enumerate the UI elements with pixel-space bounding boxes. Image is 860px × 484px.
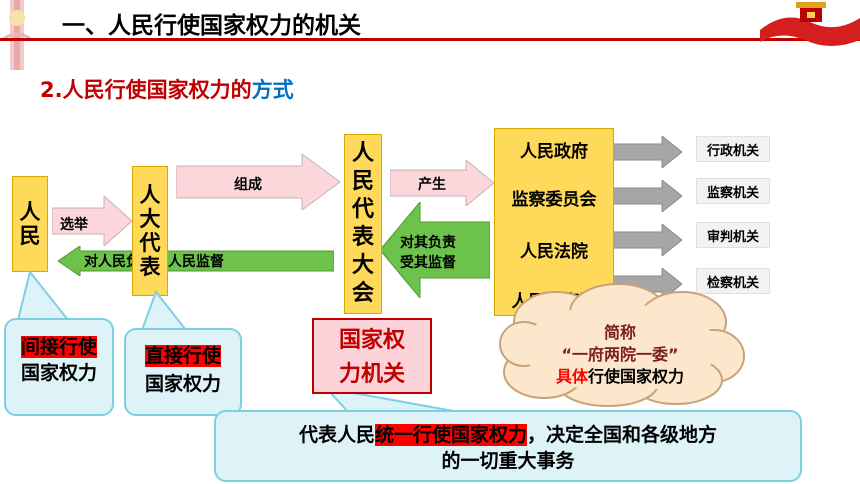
direct-exercise-callout: 直接行使 国家权力 — [124, 328, 242, 416]
cloud-text: 简称 “一府两院一委” 具体行使国家权力 — [520, 322, 720, 388]
agency-procuratorial: 检察机关 — [696, 268, 770, 294]
cloud-shape — [499, 283, 745, 407]
direct-callout-tail — [140, 290, 189, 331]
gov-body-court: 人民法院 — [520, 242, 588, 262]
produce-arrow — [390, 160, 494, 206]
responsible-label-2: 受其监督 — [400, 255, 456, 271]
cloud-line-2: “一府两院一委” — [561, 345, 679, 364]
congress-char: 人 — [351, 141, 374, 166]
people-box: 人 民 — [12, 176, 48, 272]
congress-char: 民 — [351, 169, 374, 194]
congress-char: 大 — [351, 253, 374, 278]
unified-line-1: 代表人民统一行使国家权力，决定全国和各级地方 — [216, 422, 800, 448]
unified-prefix: 代表人民 — [298, 424, 375, 446]
header-left-decoration — [0, 0, 40, 70]
npc-deputies-char: 人 — [139, 183, 161, 207]
responsible-label-1: 对其负责 — [400, 235, 456, 251]
npc-deputies-box: 人 大 代 表 — [132, 166, 168, 296]
direct-highlight: 直接行使 — [144, 345, 221, 367]
subtitle-highlight: 方式 — [251, 78, 294, 102]
indirect-rest: 国家权力 — [20, 362, 97, 384]
congress-char: 代 — [351, 197, 374, 222]
indirect-exercise-callout: 间接行使 国家权力 — [4, 318, 114, 416]
compose-label: 组成 — [234, 177, 262, 193]
people-char: 人 — [19, 200, 41, 224]
people-char: 民 — [19, 224, 41, 248]
header-divider — [0, 38, 860, 41]
responsible-arrow — [380, 202, 490, 298]
agency-supervisory: 监察机关 — [696, 178, 770, 204]
agency-executive: 行政机关 — [696, 136, 770, 162]
congress-char: 会 — [351, 281, 374, 306]
congress-box: 人 民 代 表 大 会 — [344, 134, 382, 314]
npc-deputies-char: 表 — [139, 255, 161, 279]
direct-rest: 国家权力 — [144, 373, 221, 395]
cloud-line-3: 具体行使国家权力 — [520, 366, 720, 388]
produce-label: 产生 — [418, 177, 446, 193]
cloud-rest: 行使国家权力 — [588, 367, 685, 386]
congress-char: 表 — [351, 225, 374, 250]
elect-arrow — [52, 196, 132, 246]
agency-judicial: 审判机关 — [696, 222, 770, 248]
gov-body-supervision: 监察委员会 — [511, 190, 597, 210]
indirect-highlight: 间接行使 — [20, 336, 97, 358]
cloud-line-1: 简称 — [603, 323, 636, 342]
npc-deputies-char: 代 — [139, 231, 161, 255]
gov-body-government: 人民政府 — [520, 142, 588, 162]
unified-line-2: 的一切重大事务 — [441, 450, 575, 472]
unified-exercise-callout: 代表人民统一行使国家权力，决定全国和各级地方 的一切重大事务 — [214, 410, 802, 482]
back-arrow — [58, 246, 334, 276]
unified-suffix: ，决定全国和各级地方 — [527, 424, 718, 446]
indirect-callout-tail — [16, 270, 71, 321]
subtitle-prefix: 2.人民行使国家权力的 — [40, 78, 252, 102]
organ-line-2: 力机关 — [338, 362, 405, 387]
header-right-decoration — [760, 0, 860, 52]
cloud-red: 具体 — [555, 367, 588, 386]
section-subtitle: 2.人民行使国家权力的方式 — [40, 74, 294, 104]
agency-arrow-1 — [612, 136, 682, 168]
unified-highlight: 统一行使国家权力 — [374, 424, 527, 446]
agency-arrow-3 — [612, 224, 682, 256]
compose-arrow — [176, 154, 340, 210]
organ-line-1: 国家权 — [338, 328, 405, 353]
state-power-organ-box: 国家权 力机关 — [312, 318, 432, 394]
header-title: 一、人民行使国家权力的机关 — [62, 13, 361, 39]
npc-deputies-char: 大 — [139, 207, 161, 231]
elect-label: 选举 — [60, 217, 88, 233]
agency-arrow-2 — [612, 180, 682, 212]
